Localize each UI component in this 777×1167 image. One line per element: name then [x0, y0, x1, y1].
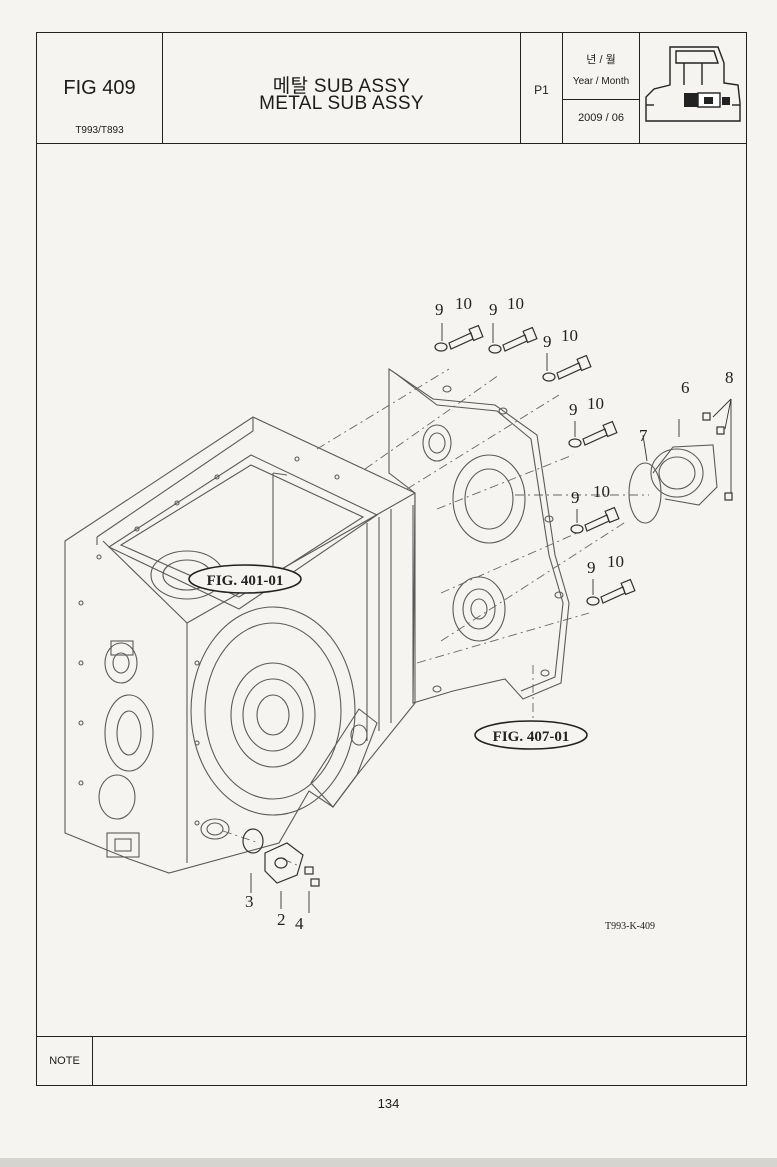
title-cell: 메탈 SUB ASSY METAL SUB ASSY	[163, 33, 521, 143]
callout-o-ring-3: 3	[245, 892, 254, 911]
callout-bolt-10e: 10	[593, 482, 610, 501]
note-label-cell: NOTE	[37, 1037, 93, 1086]
callout-bolt-10f: 10	[607, 552, 624, 571]
callout-o-ring-7: 7	[639, 426, 648, 445]
reference-fig-407-01[interactable]: FIG. 407-01	[493, 729, 570, 745]
callout-bolt-10b: 10	[507, 294, 524, 313]
callout-bolt-10c: 10	[561, 326, 578, 345]
figure-number: FIG 409	[63, 77, 136, 99]
tractor-icon	[645, 46, 741, 122]
bearing-cover	[650, 448, 704, 498]
year-month-korean: 년 / 월	[586, 54, 616, 66]
title-korean: 메탈 SUB ASSY	[272, 76, 411, 97]
year-month-english: Year / Month	[572, 76, 630, 87]
logo-cell	[640, 33, 746, 143]
callout-washer-9b: 9	[489, 300, 498, 319]
page-code: P1	[534, 83, 549, 97]
rear-cover-plate	[388, 367, 570, 704]
callout-washer-9c: 9	[543, 332, 552, 351]
note-row: NOTE	[37, 1036, 746, 1086]
reference-fig-407-01-badge[interactable]	[474, 720, 588, 750]
callout-screw-8: 8	[725, 368, 734, 387]
reference-fig-401-01-badge[interactable]	[188, 564, 302, 594]
o-ring-7	[628, 462, 662, 524]
callout-part-2: 2	[277, 910, 286, 929]
date-cell: 년 / 월 Year / Month 2009 / 06	[563, 33, 640, 143]
date-label-box: 년 / 월 Year / Month	[563, 33, 639, 100]
callout-bolt-10a: 10	[455, 294, 472, 313]
transmission-housing	[64, 416, 416, 874]
callout-washer-9d: 9	[569, 400, 578, 419]
page-number: 134	[377, 1096, 400, 1111]
callout-bolt-4: 4	[295, 914, 304, 933]
exploded-diagram: 9 10 9 10 9 10 9 10 9 10 9 10 6 7 8 3 2 …	[37, 143, 748, 1036]
callout-bolt-10d: 10	[587, 394, 604, 413]
note-label: NOTE	[49, 1055, 80, 1067]
page-frame: FIG 409 T993/T893 메탈 SUB ASSY METAL SUB …	[36, 32, 747, 1086]
callout-washer-9e: 9	[571, 488, 580, 507]
header: FIG 409 T993/T893 메탈 SUB ASSY METAL SUB …	[37, 33, 746, 144]
callout-washer-9f: 9	[587, 558, 596, 577]
callout-cover-6: 6	[681, 378, 690, 397]
callout-washer-9a: 9	[435, 300, 444, 319]
model-number: T993/T893	[75, 125, 124, 136]
page-code-cell: P1	[521, 33, 563, 143]
title-english: METAL SUB ASSY	[259, 93, 424, 114]
scan-edge	[0, 1158, 777, 1167]
reference-fig-401-01[interactable]: FIG. 401-01	[207, 573, 284, 589]
figure-cell: FIG 409 T993/T893	[37, 33, 163, 143]
diagram-svg: 9 10 9 10 9 10 9 10 9 10 9 10 6 7 8 3 2 …	[64, 294, 734, 933]
drawing-code: T993-K-409	[605, 921, 655, 932]
date-value: 2009 / 06	[578, 112, 624, 124]
